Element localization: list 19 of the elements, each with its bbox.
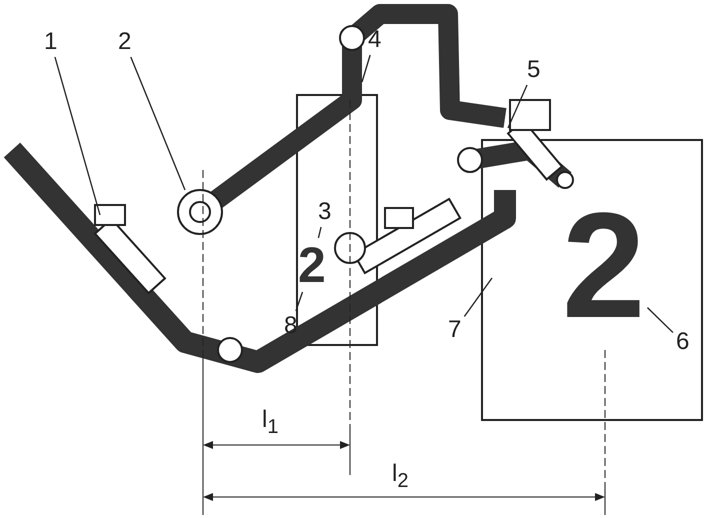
leader-line (646, 307, 674, 334)
leader-line (130, 56, 186, 190)
leader-line (361, 54, 371, 82)
leader-line (464, 278, 493, 317)
callout-number: 4 (368, 28, 382, 52)
callout-number: 6 (676, 330, 690, 354)
workpiece-letter: 2 (562, 190, 646, 340)
template-letter: 2 (298, 240, 326, 290)
callout-number: 1 (44, 30, 58, 54)
leader-line (54, 56, 101, 216)
callout-number: 3 (318, 200, 332, 224)
callout-number: 2 (118, 30, 132, 54)
dimension-label: l$_{2}$ (392, 462, 408, 491)
dimension-label: l$_{1}$ (262, 408, 278, 437)
leader-line (507, 84, 528, 128)
callout-number: 7 (448, 318, 462, 342)
callout-number: 5 (527, 58, 540, 82)
leader-line (318, 226, 322, 238)
leader-line (295, 292, 304, 312)
